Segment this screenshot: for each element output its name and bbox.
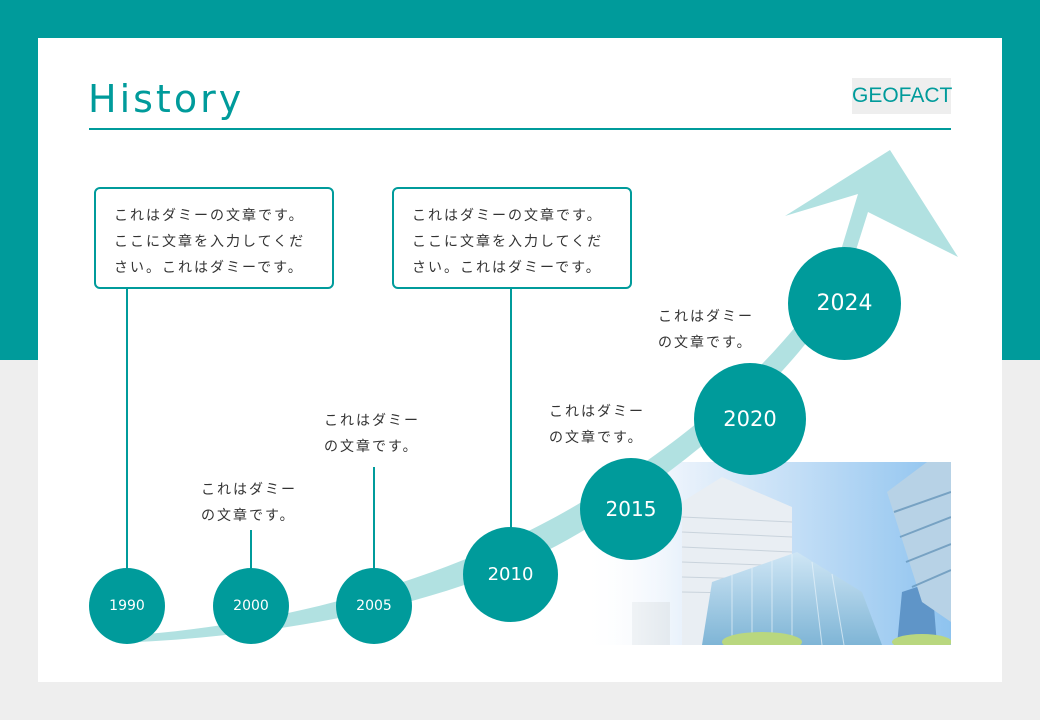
note-2005: これはダミー の文章です。 (324, 408, 420, 460)
milestone-1990: 1990 (89, 568, 165, 644)
note-2000: これはダミー の文章です。 (201, 477, 297, 529)
connector-line-2010 (510, 289, 512, 529)
connector-line-1990 (126, 289, 128, 569)
callout-box-2010: これはダミーの文章です。 ここに文章を入力してくだ さい。これはダミーです。 (392, 187, 632, 289)
note-line: これはダミー (658, 309, 754, 325)
note-line: これはダミー (201, 482, 297, 498)
milestone-2020: 2020 (694, 363, 806, 475)
brand-logo: GEOFACT (852, 78, 952, 114)
callout-line: これはダミーの文章です。 (114, 208, 305, 224)
callout-line: これはダミーの文章です。 (412, 208, 603, 224)
connector-line-2005 (373, 467, 375, 570)
note-line: の文章です。 (658, 335, 753, 351)
milestone-2000: 2000 (213, 568, 289, 644)
page-title: History (88, 77, 245, 121)
note-line: の文章です。 (549, 430, 644, 446)
milestone-2015: 2015 (580, 458, 682, 560)
title-underline (89, 128, 951, 130)
milestone-2005: 2005 (336, 568, 412, 644)
callout-box-1990: これはダミーの文章です。 ここに文章を入力してくだ さい。これはダミーです。 (94, 187, 334, 289)
note-line: これはダミー (324, 413, 420, 429)
callout-line: ここに文章を入力してくだ (412, 234, 604, 250)
milestone-2024: 2024 (788, 247, 901, 360)
milestone-2010: 2010 (463, 527, 558, 622)
note-line: これはダミー (549, 404, 645, 420)
note-2020: これはダミー の文章です。 (658, 304, 754, 356)
callout-line: さい。これはダミーです。 (114, 260, 304, 276)
connector-line-2000 (250, 530, 252, 570)
note-line: の文章です。 (324, 439, 419, 455)
note-2015: これはダミー の文章です。 (549, 399, 645, 451)
note-line: の文章です。 (201, 508, 296, 524)
callout-line: さい。これはダミーです。 (412, 260, 602, 276)
callout-line: ここに文章を入力してくだ (114, 234, 306, 250)
